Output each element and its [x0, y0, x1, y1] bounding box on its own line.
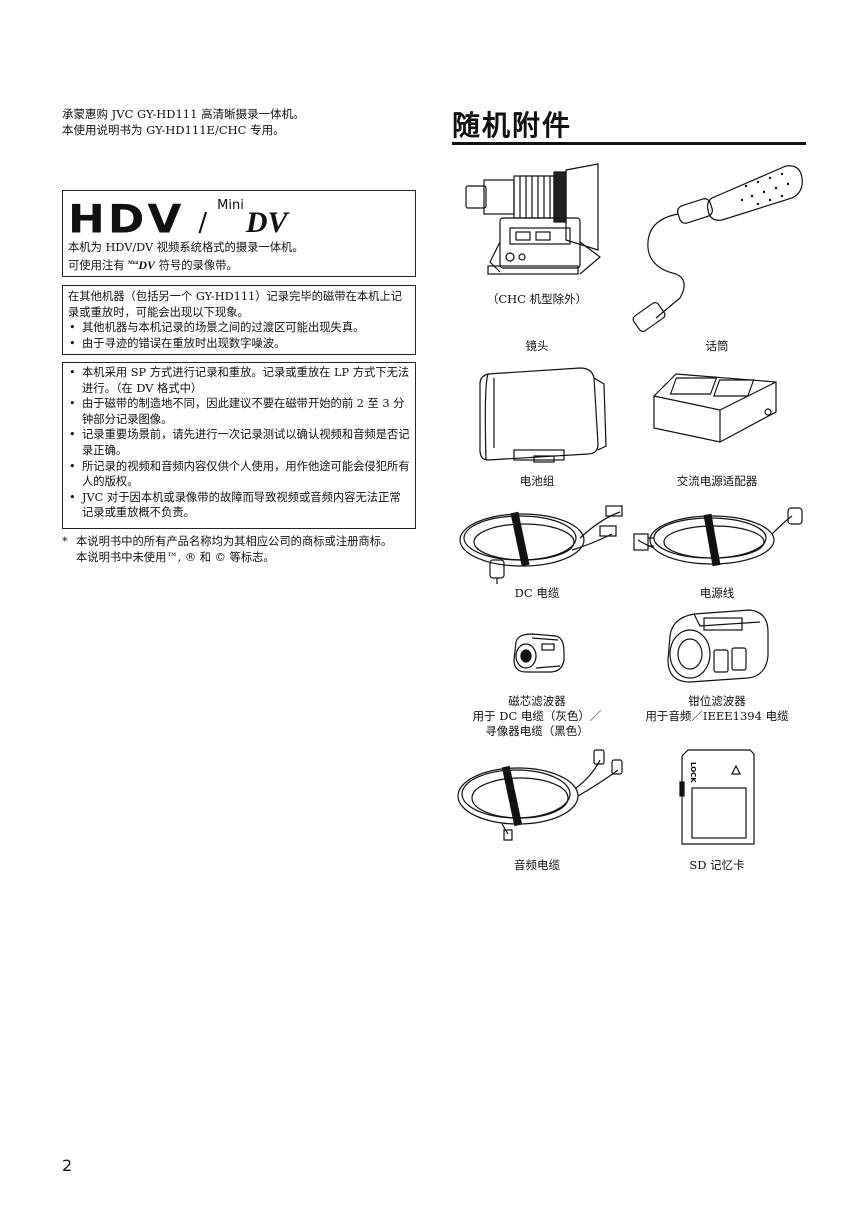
- trademark-footnote: * 本说明书中的所有产品名称均为其相应公司的商标或注册商标。 本说明书中未使用™…: [62, 534, 420, 566]
- intro-line-2: 本使用说明书为 GY-HD111E/CHC 专用。: [62, 123, 285, 137]
- core-filter-caption-1: 磁芯滤波器: [508, 694, 566, 708]
- lens-illustration: [465, 163, 601, 275]
- list-item: 其他机器与本机记录的场景之间的过渡区可能出现失真。: [68, 320, 410, 336]
- hdv-box-line-1: 本机为 HDV/DV 视频系统格式的摄录一体机。: [68, 241, 304, 254]
- clamp-filter-caption-1: 钳位滤波器: [688, 694, 746, 708]
- list-item: 记录重要场景前，请先进行一次记录测试以确认视频和音频是否记录正确。: [68, 427, 410, 458]
- lens-caption: 镜头: [525, 339, 549, 353]
- notice-text: 在其他机器（包括另一个 GY-HD111）记录完毕的磁带在本机上记录或重放时，可…: [68, 290, 403, 319]
- notice-box: 在其他机器（包括另一个 GY-HD111）记录完毕的磁带在本机上记录或重放时，可…: [62, 285, 416, 355]
- list-item: 本机采用 SP 方式进行记录和重放。记录或重放在 LP 方式下无法进行。（在 D…: [68, 365, 410, 396]
- core-filter-caption-3: 寻像器电缆（黑色）: [485, 724, 589, 738]
- clamp-filter-caption-2: 用于音频／IEEE1394 电缆: [645, 709, 789, 723]
- ac-adapter-illustration: [653, 373, 777, 443]
- ac-adapter-caption: 交流电源适配器: [676, 474, 758, 488]
- battery-illustration: [479, 367, 607, 463]
- clamp-filter-illustration: [667, 609, 769, 683]
- footnote-line-2: 本说明书中未使用™, ® 和 © 等标志。: [76, 550, 275, 564]
- hdv-logo-text: HDV: [68, 196, 185, 243]
- core-filter-caption-2: 用于 DC 电缆（灰色）／: [472, 709, 602, 723]
- section-title: 随机附件: [452, 109, 573, 142]
- list-item: 所记录的视频和音频内容仅供个人使用，用作他途可能会侵犯所有人的版权。: [68, 459, 410, 490]
- caution-box: 本机采用 SP 方式进行记录和重放。记录或重放在 LP 方式下无法进行。（在 D…: [62, 362, 416, 529]
- power-cord-caption: 电源线: [699, 586, 735, 600]
- dc-cable-caption: DC 电缆: [514, 586, 560, 600]
- mic-caption: 话筒: [705, 339, 729, 353]
- notice-bullets: 其他机器与本机记录的场景之间的过渡区可能出现失真。 由于寻迹的错误在重放时出现数…: [68, 320, 410, 351]
- hdv-box-line-2: 可使用注有 MiniDV 符号的录像带。: [68, 257, 238, 272]
- hdv-minidv-logo: HDV / Mini DV: [68, 196, 410, 243]
- core-filter-illustration: [513, 633, 565, 673]
- intro-text: 承蒙惠购 JVC GY-HD111 高清晰摄录一体机。 本使用说明书为 GY-H…: [62, 106, 305, 138]
- microphone-illustration: [632, 165, 803, 333]
- audio-cable-caption: 音频电缆: [514, 858, 560, 872]
- hdv-logo-box: HDV / Mini DV 本机为 HDV/DV 视频系统格式的摄录一体机。 可…: [62, 190, 416, 277]
- power-cord-illustration: [633, 507, 803, 567]
- title-rule: [452, 142, 806, 145]
- logo-slash: /: [198, 208, 208, 238]
- page-number: 2: [62, 1156, 73, 1175]
- sd-lock-label: LOCK: [689, 762, 697, 783]
- list-item: JVC 对于因本机或录像带的故障而导致视频或音频内容无法正常记录或重放概不负责。: [68, 490, 410, 521]
- mini-text: Mini: [217, 198, 244, 213]
- audio-cable-illustration: [457, 749, 623, 841]
- sd-card-caption: SD 记忆卡: [689, 858, 745, 872]
- intro-line-1: 承蒙惠购 JVC GY-HD111 高清晰摄录一体机。: [62, 107, 305, 121]
- lens-note: （CHC 机型除外）: [486, 292, 588, 306]
- list-item: 由于磁带的制造地不同，因此建议不要在磁带开始的前 2 至 3 分钟部分记录图像。: [68, 396, 410, 427]
- list-item: 由于寻迹的错误在重放时出现数字噪波。: [68, 336, 410, 352]
- caution-bullets: 本机采用 SP 方式进行记录和重放。记录或重放在 LP 方式下无法进行。（在 D…: [68, 365, 410, 521]
- dc-cable-illustration: [459, 505, 623, 584]
- battery-caption: 电池组: [519, 474, 555, 488]
- minidv-small-logo: MiniDV: [128, 257, 156, 272]
- footnote-line-1: 本说明书中的所有产品名称均为其相应公司的商标或注册商标。: [76, 535, 393, 548]
- sd-card-illustration: LOCK: [679, 749, 755, 845]
- dv-logo-text: DV: [245, 206, 288, 239]
- footnote-mark: *: [62, 535, 68, 548]
